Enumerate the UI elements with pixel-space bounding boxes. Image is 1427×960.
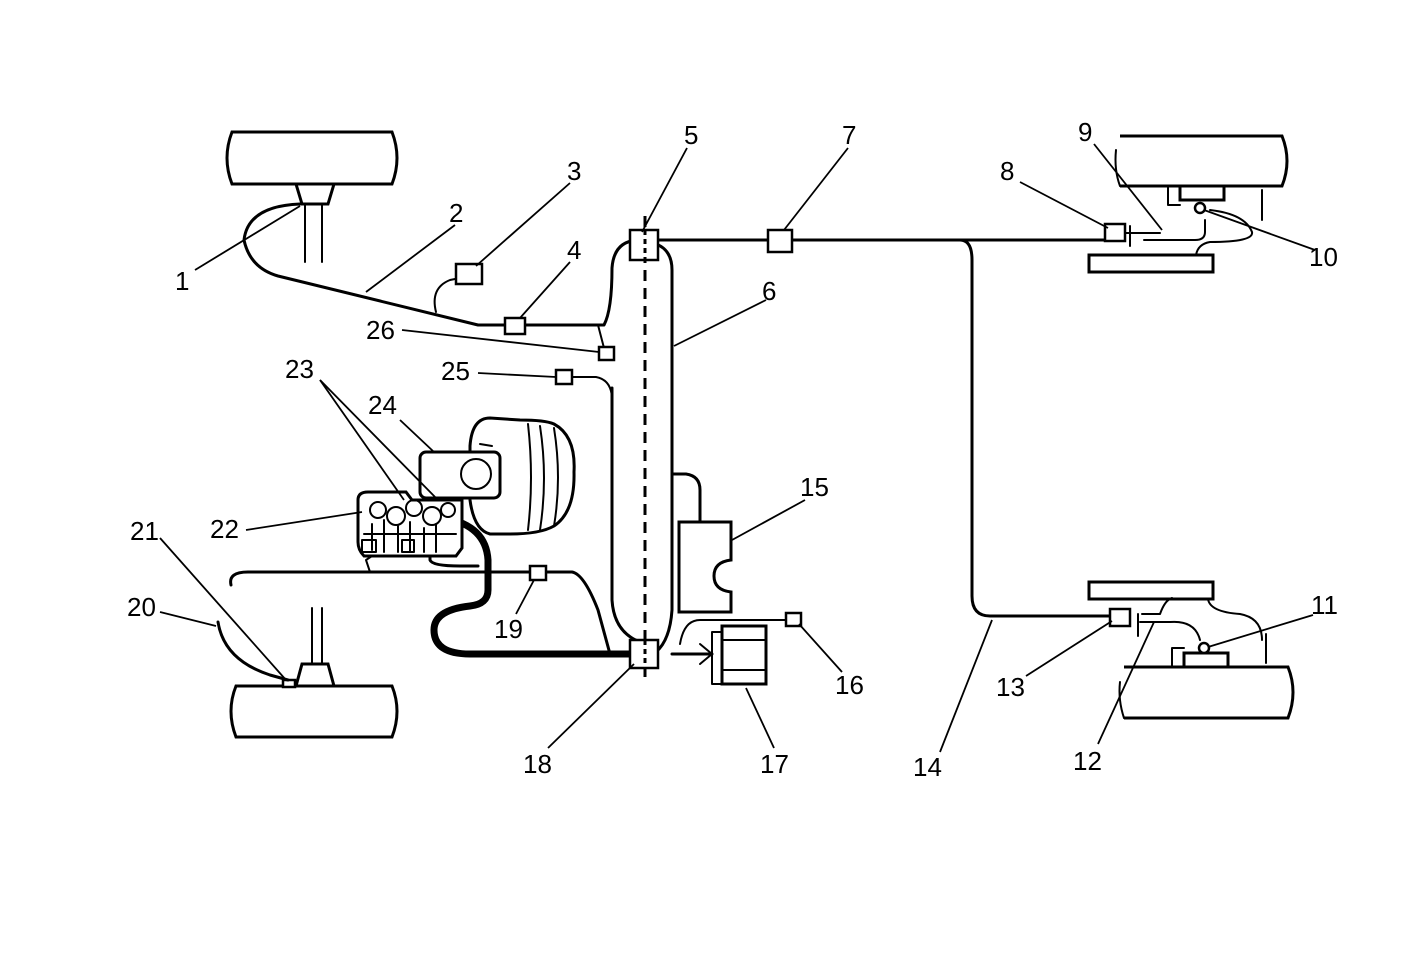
wheel-sensor-10 xyxy=(1193,201,1207,215)
callout-17: 17 xyxy=(760,749,789,779)
relay-module-17 xyxy=(699,624,768,686)
harness-front-right xyxy=(216,555,642,682)
callout-22: 22 xyxy=(210,514,239,544)
callout-20: 20 xyxy=(127,592,156,622)
connector-16 xyxy=(784,611,803,628)
wheel-sensor-11 xyxy=(1197,641,1211,655)
callout-6: 6 xyxy=(762,276,776,306)
callout-10: 10 xyxy=(1309,242,1338,272)
callout-15: 15 xyxy=(800,472,829,502)
brake-booster-24 xyxy=(418,416,576,536)
connector-25 xyxy=(554,368,574,386)
callout-1: 1 xyxy=(175,266,189,296)
connector-3 xyxy=(454,262,484,286)
callout-8: 8 xyxy=(1000,156,1014,186)
harness-module-branch xyxy=(670,472,791,656)
callout-13: 13 xyxy=(996,672,1025,702)
callout-7: 7 xyxy=(842,120,856,150)
connector-13 xyxy=(1108,607,1132,628)
abs-hydraulic-unit-22 xyxy=(356,490,464,558)
rear-right-caliper-bracket xyxy=(1087,580,1267,669)
ground-terminal-8 xyxy=(1124,225,1161,247)
callout-labels: 1 2 3 4 5 6 7 8 9 10 11 12 13 14 15 16 1… xyxy=(127,117,1338,782)
leader-lines xyxy=(159,143,1316,753)
connector-18 xyxy=(628,638,660,670)
callout-16: 16 xyxy=(835,670,864,700)
callout-11: 11 xyxy=(1311,590,1338,620)
callout-18: 18 xyxy=(523,749,552,779)
harness-front-left xyxy=(242,202,642,349)
callout-21: 21 xyxy=(130,516,159,546)
callout-23: 23 xyxy=(285,354,314,384)
callout-19: 19 xyxy=(494,614,523,644)
callout-3: 3 xyxy=(567,156,581,186)
callout-2: 2 xyxy=(449,198,463,228)
connector-8 xyxy=(1103,222,1127,243)
connector-26 xyxy=(597,345,616,362)
front-left-wheel-speed-sensor xyxy=(293,182,337,263)
front-right-wheel xyxy=(229,684,399,739)
connector-19 xyxy=(528,564,548,582)
front-left-wheel xyxy=(225,130,399,186)
callout-4: 4 xyxy=(567,235,581,265)
callout-5: 5 xyxy=(684,120,698,150)
callout-14: 14 xyxy=(913,752,942,782)
rear-left-caliper-bracket xyxy=(1087,184,1263,274)
rear-left-wheel xyxy=(1114,134,1289,188)
callout-24: 24 xyxy=(368,390,397,420)
front-right-wheel-speed-sensor xyxy=(281,607,336,689)
connector-7 xyxy=(766,228,794,254)
callout-26: 26 xyxy=(366,315,395,345)
harness-main-trunk xyxy=(565,238,1116,654)
callout-12: 12 xyxy=(1073,746,1102,776)
harness-abs-heavy xyxy=(421,514,644,658)
callout-25: 25 xyxy=(441,356,470,386)
rear-right-wheel xyxy=(1118,665,1295,720)
connector-4 xyxy=(503,316,527,336)
control-module-15 xyxy=(677,520,733,614)
callout-9: 9 xyxy=(1078,117,1092,147)
connector-5 xyxy=(628,228,660,262)
